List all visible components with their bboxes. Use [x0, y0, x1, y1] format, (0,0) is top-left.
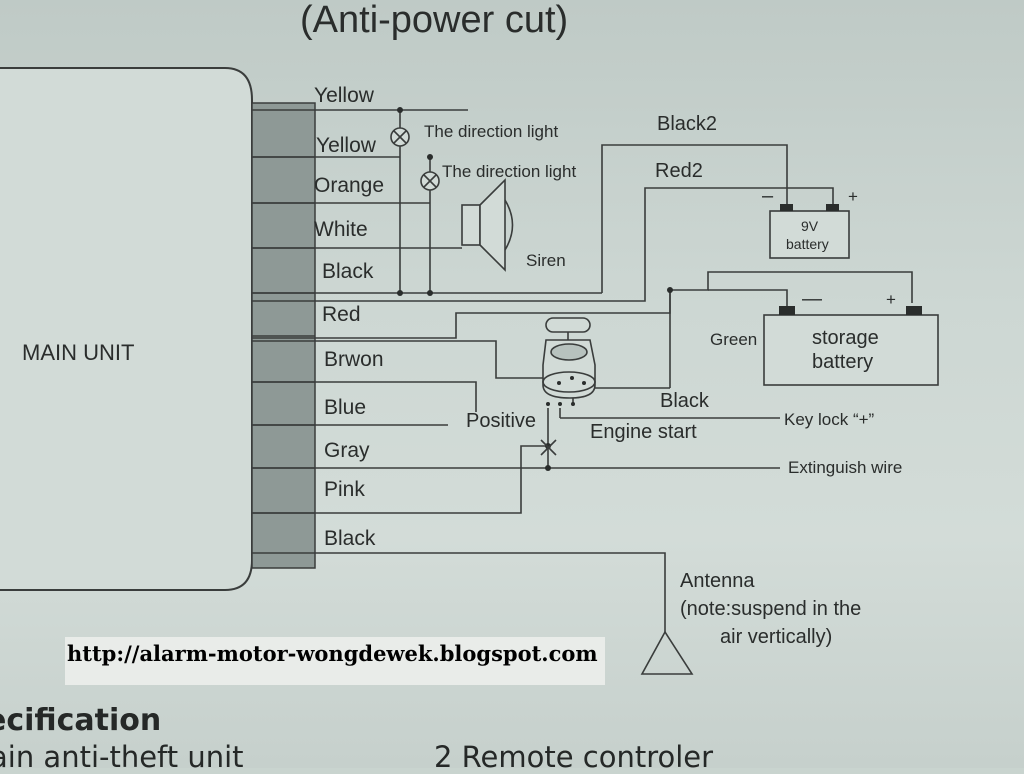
wire-label-yellow-2: Yellow — [316, 134, 377, 157]
positive-label: Positive — [466, 410, 536, 432]
antenna-icon — [640, 630, 694, 675]
wire-label-blue: Blue — [324, 396, 366, 419]
wire-label-pink: Pink — [324, 478, 365, 501]
key-lock-label: Key lock “+” — [784, 410, 875, 429]
diagram-title: (Anti-power cut) — [300, 0, 568, 41]
antenna-label-2: (note:suspend in the — [680, 598, 861, 620]
direction-lamp-1 — [390, 127, 410, 147]
direction-light-label-2: The direction light — [442, 162, 576, 181]
wire-label-yellow-1: Yellow — [314, 84, 375, 107]
main-unit-box — [0, 67, 253, 591]
red2-label: Red2 — [655, 160, 703, 182]
black2-label: Black2 — [657, 113, 717, 135]
wire-label-white: White — [314, 218, 368, 241]
wire-label-gray: Gray — [324, 439, 370, 462]
antenna-label-1: Antenna — [680, 570, 755, 592]
battery-9v-plus: + — [848, 187, 858, 206]
siren-label: Siren — [526, 251, 566, 270]
storage-battery-plus: + — [886, 290, 896, 309]
wire-label-black-2: Black — [324, 527, 376, 550]
storage-battery-minus: — — [802, 288, 822, 310]
black-key-label: Black — [660, 390, 710, 412]
direction-lamp-2 — [420, 171, 440, 191]
spec-item-2: 2 Remote controler — [434, 740, 714, 774]
wire-label-brown: Brwon — [324, 348, 384, 371]
wire-label-orange: Orange — [314, 174, 384, 197]
antenna-label-3: air vertically) — [720, 626, 832, 648]
battery-9v-line2: battery — [786, 236, 829, 252]
wire-label-red: Red — [322, 303, 361, 326]
engine-start-label: Engine start — [590, 421, 697, 443]
storage-battery-line2: battery — [812, 351, 873, 373]
main-unit-label: MAIN UNIT — [22, 340, 134, 365]
key-switch-pins — [546, 376, 586, 406]
battery-9v-line1: 9V — [801, 218, 819, 234]
key-switch-icon — [542, 317, 596, 399]
extinguish-wire-label: Extinguish wire — [788, 458, 902, 477]
spec-heading: ecification — [0, 703, 162, 738]
siren-icon — [461, 178, 514, 272]
storage-battery-line1: storage — [812, 327, 879, 349]
battery-9v-minus: – — [762, 185, 774, 207]
storage-battery — [763, 306, 939, 386]
wire-label-black-1: Black — [322, 260, 374, 283]
direction-light-label-1: The direction light — [424, 122, 558, 141]
battery-9v — [769, 204, 850, 259]
watermark-url: http://alarm-motor-wongdewek.blogspot.co… — [65, 637, 605, 685]
green-label: Green — [710, 330, 757, 349]
fuse-icon — [540, 439, 557, 456]
spec-item-1: ain anti-theft unit — [0, 740, 244, 774]
